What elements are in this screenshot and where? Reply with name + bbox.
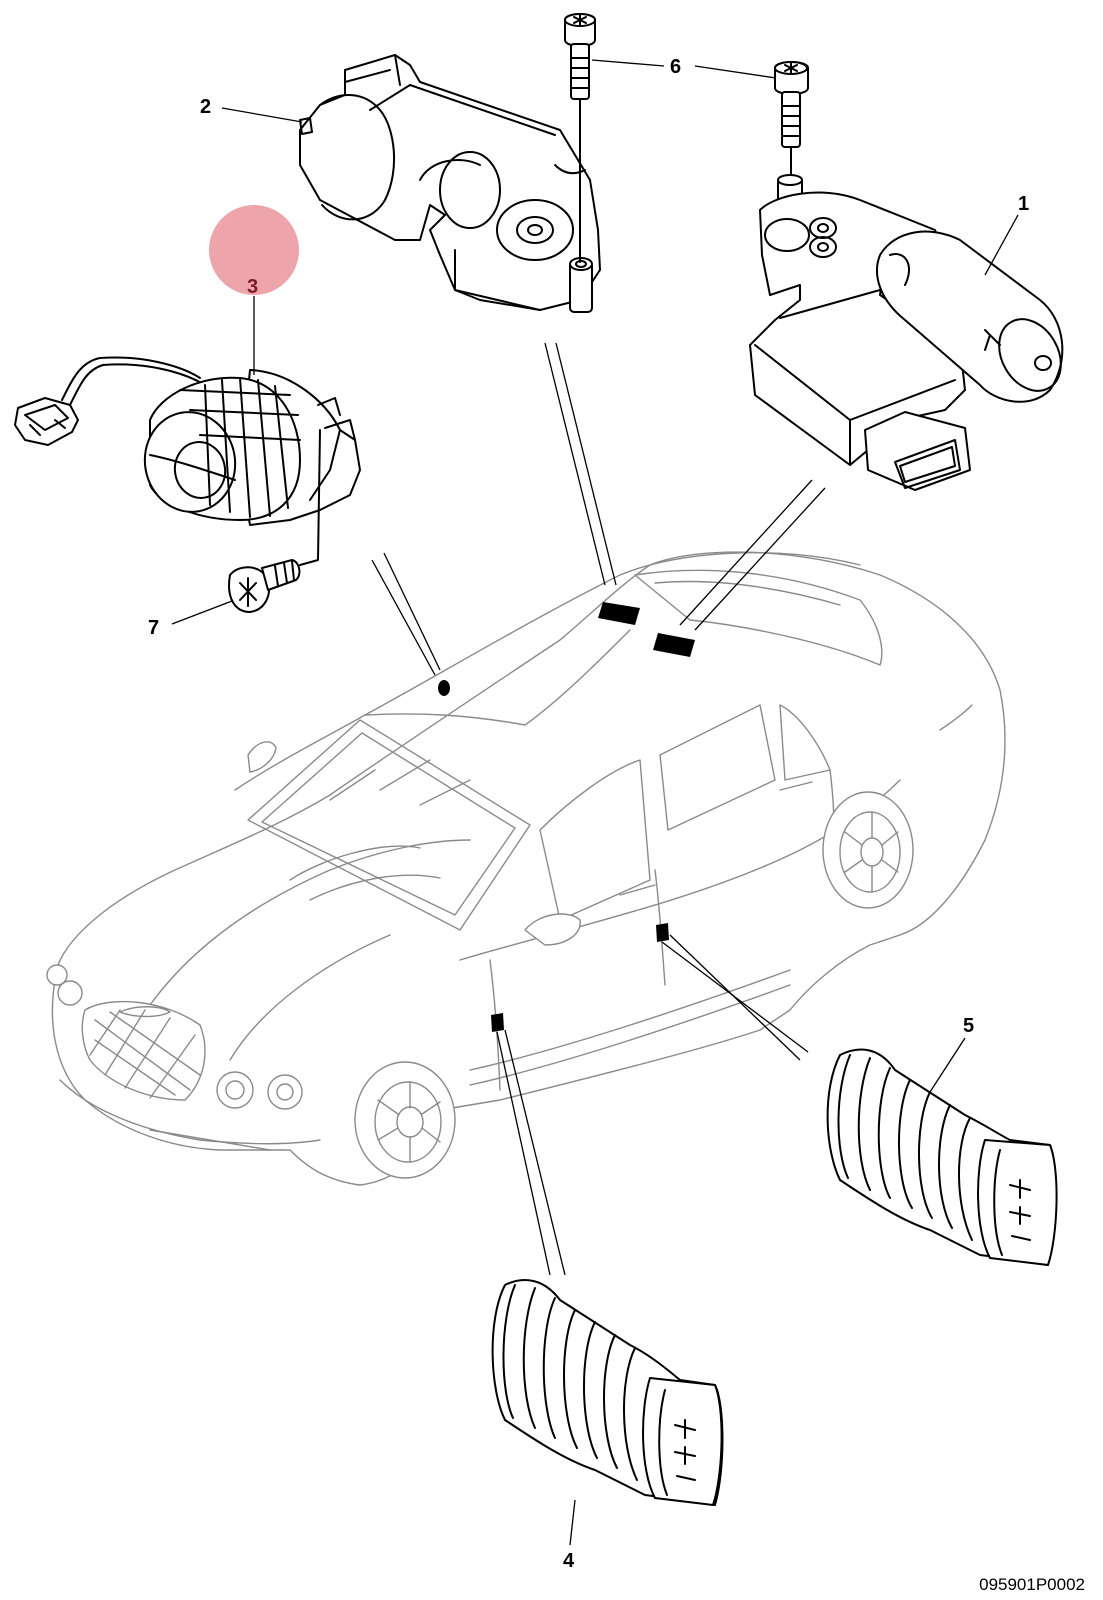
drawing-number: 095901P0002 xyxy=(979,1575,1085,1594)
vehicle-location-markers xyxy=(438,602,695,1032)
part-2-sunroof-motor[interactable] xyxy=(299,54,601,313)
callout-leader-7 xyxy=(171,600,233,625)
location-marker-rear-door xyxy=(656,923,669,942)
callout-leader-6a xyxy=(591,59,665,67)
part-1-drive-motor[interactable] xyxy=(749,174,1073,491)
location-marker-front-door xyxy=(491,1013,504,1032)
callout-labels: 1 2 3 4 5 6 7 xyxy=(148,56,1029,1572)
callout-label-5[interactable]: 5 xyxy=(963,1015,974,1037)
part-4-drain-bellows[interactable] xyxy=(491,1279,724,1506)
part-7-screw[interactable] xyxy=(228,559,301,613)
callout-label-6[interactable]: 6 xyxy=(670,56,681,78)
callout-label-1[interactable]: 1 xyxy=(1018,193,1029,215)
location-marker-roof-1 xyxy=(598,602,640,625)
callout-leader-4 xyxy=(569,1499,576,1546)
callout-leaders xyxy=(171,59,1019,1546)
callout-label-3[interactable]: 3 xyxy=(247,276,258,298)
location-marker-blower xyxy=(438,680,450,696)
callout-leader-1 xyxy=(984,214,1019,276)
vehicle-outline xyxy=(46,551,1006,1186)
callout-label-2[interactable]: 2 xyxy=(200,96,211,118)
callout-label-4[interactable]: 4 xyxy=(563,1550,575,1572)
highlight-marker xyxy=(209,205,299,295)
callout-leader-5 xyxy=(929,1037,966,1093)
callout-leader-6b xyxy=(694,65,777,79)
callout-label-7[interactable]: 7 xyxy=(148,617,159,639)
part-5-drain-bellows[interactable] xyxy=(826,1048,1058,1266)
part-3-blower-motor[interactable] xyxy=(14,356,361,566)
location-leaders xyxy=(371,342,826,1276)
callout-leader-2 xyxy=(221,107,303,123)
part-6-bolts[interactable] xyxy=(564,13,809,263)
location-marker-roof-2 xyxy=(653,633,695,657)
